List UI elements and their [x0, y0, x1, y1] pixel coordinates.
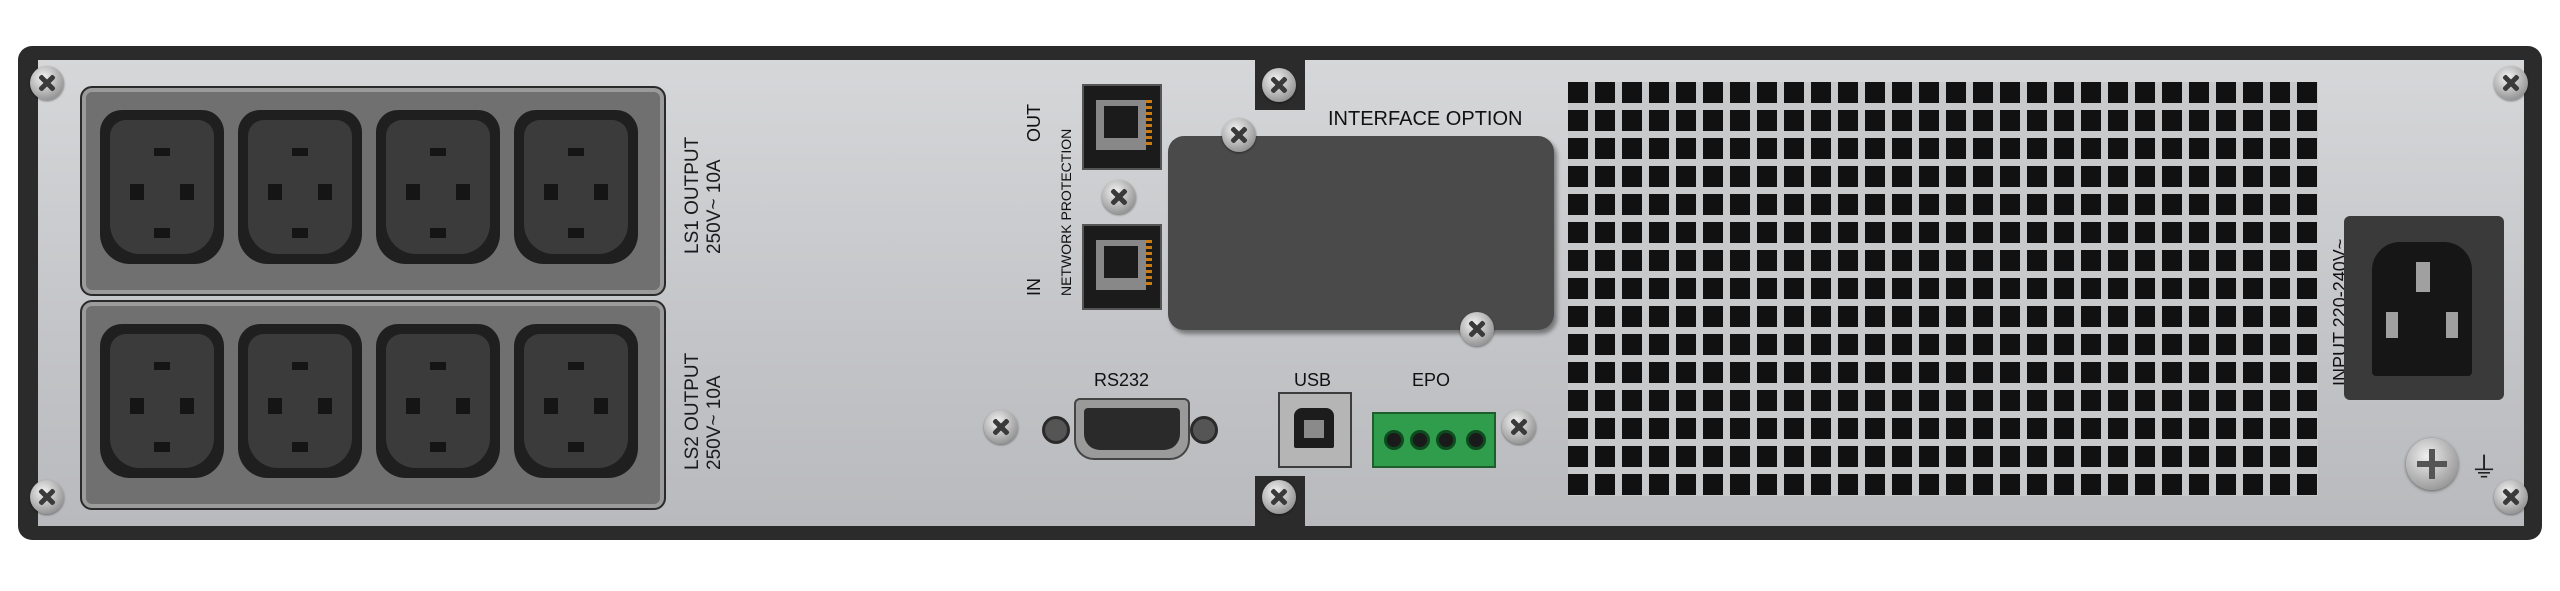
rs232-port[interactable]	[1074, 398, 1190, 460]
outlet-socket[interactable]	[100, 110, 224, 264]
network-out-port[interactable]	[1082, 84, 1162, 170]
outlet-socket[interactable]	[514, 324, 638, 478]
ls1-output-label: LS1 OUTPUT 250V~ 10A	[682, 137, 726, 254]
outlet-socket[interactable]	[238, 110, 362, 264]
screw-icon	[1262, 480, 1296, 514]
screw-icon	[1102, 180, 1136, 214]
screw-icon	[2494, 66, 2528, 100]
screw-icon	[30, 66, 64, 100]
network-protection-label: NETWORK PROTECTION	[1058, 128, 1074, 296]
outlet-socket[interactable]	[376, 110, 500, 264]
screw-icon	[1262, 68, 1296, 102]
epo-label: EPO	[1412, 370, 1451, 390]
ls2-label-line1: LS2 OUTPUT	[682, 352, 703, 470]
ac-input-socket[interactable]	[2344, 216, 2504, 400]
interface-option-label: INTERFACE OPTION	[1328, 108, 1523, 130]
network-out-label: OUT	[1024, 104, 1044, 142]
terminal-screw-icon	[1384, 430, 1404, 450]
ground-screw-icon	[2406, 438, 2458, 490]
ls1-label-line2: 250V~ 10A	[704, 159, 725, 254]
usb-port[interactable]	[1278, 392, 1352, 468]
terminal-screw-icon	[1410, 430, 1430, 450]
ls2-output-label: LS2 OUTPUT 250V~ 10A	[682, 353, 726, 470]
outlet-socket[interactable]	[100, 324, 224, 478]
outlet-socket[interactable]	[238, 324, 362, 478]
ls2-label-line2: 250V~ 10A	[704, 375, 725, 470]
hex-nut-icon	[1190, 416, 1218, 444]
ventilation-grille	[1568, 82, 2318, 496]
ls2-outlet-bank	[80, 300, 666, 510]
ground-symbol-icon: ⏚	[2470, 451, 2499, 484]
network-in-port[interactable]	[1082, 224, 1162, 310]
terminal-screw-icon	[1436, 430, 1456, 450]
ls1-label-line1: LS1 OUTPUT	[682, 136, 703, 254]
terminal-screw-icon	[1466, 430, 1486, 450]
interface-option-slot[interactable]	[1168, 136, 1554, 330]
outlet-socket[interactable]	[514, 110, 638, 264]
hex-nut-icon	[1042, 416, 1070, 444]
network-in-label: IN	[1024, 278, 1044, 296]
usb-label: USB	[1294, 370, 1332, 390]
screw-icon	[30, 480, 64, 514]
epo-connector[interactable]	[1372, 412, 1496, 468]
screw-icon	[2494, 480, 2528, 514]
screw-icon	[1502, 410, 1536, 444]
outlet-socket[interactable]	[376, 324, 500, 478]
rs232-label: RS232	[1094, 370, 1150, 390]
ls1-outlet-bank	[80, 86, 666, 296]
screw-icon	[1222, 118, 1256, 152]
screw-icon	[984, 410, 1018, 444]
screw-icon	[1460, 312, 1494, 346]
